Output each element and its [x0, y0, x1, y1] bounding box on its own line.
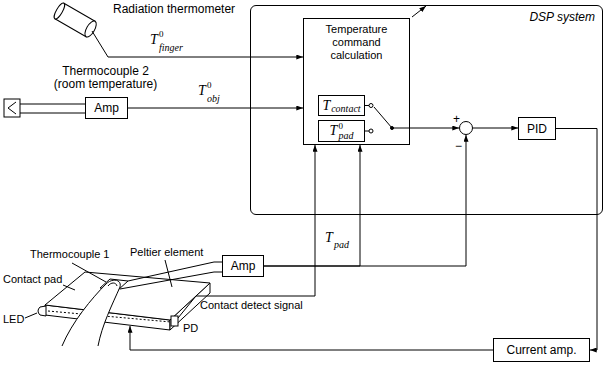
command-box: Tcontact — [318, 95, 365, 116]
node-content: Temperature command calculation — [304, 19, 409, 144]
switch-contact — [369, 129, 373, 133]
thermocouple-junction — [8, 102, 16, 114]
signal-symbol: T — [330, 124, 338, 138]
signal-superscript: 0 — [159, 30, 164, 39]
node-label: PID — [527, 122, 547, 136]
finger — [62, 280, 120, 346]
part-label: Contact pad — [3, 273, 62, 286]
signal-connector — [556, 129, 597, 351]
command-box: T0pad — [318, 120, 365, 142]
leader-line — [165, 260, 172, 287]
light-beam — [48, 311, 171, 322]
device-label: Radiation thermometer — [113, 3, 235, 16]
node-text-group: Current amp. — [506, 343, 576, 357]
part-label: Peltier element — [130, 246, 203, 259]
signal-symbol: T — [322, 99, 330, 113]
signal-symbol: T — [198, 84, 206, 98]
node-content: Amp — [223, 256, 263, 276]
current-amplifier-box: Current amp. — [493, 338, 590, 362]
script-group: contact — [331, 97, 360, 114]
device-label: Thermocouple 2 (room temperature) — [48, 65, 163, 91]
thermocouple-wire — [20, 104, 85, 113]
signal-connector — [264, 145, 360, 266]
node-text-group: Tcontact — [322, 97, 360, 114]
photodiode-symbol — [171, 316, 178, 326]
thermometer-icon — [52, 2, 98, 39]
switch-control-arrow — [412, 6, 426, 17]
signal-subscript: finger — [159, 43, 183, 53]
contact-detect-wire — [178, 145, 315, 318]
part-label: Thermocouple 1 — [30, 248, 110, 261]
signal-symbol: T — [150, 33, 158, 47]
node-label: Temperature command calculation — [317, 23, 397, 62]
junction-outline — [460, 122, 473, 135]
switch-wire — [365, 106, 369, 132]
signal-connector — [410, 128, 459, 129]
thermometer-lens — [83, 19, 99, 39]
node-text-group: Amp — [94, 101, 119, 115]
signal-subscript: pad — [334, 240, 349, 250]
node-label: − — [455, 140, 462, 152]
node-label: + — [453, 113, 460, 125]
node-text-group: Amp — [231, 259, 256, 273]
amplifier-box: Amp — [85, 97, 128, 119]
node-content: Current amp. — [494, 339, 589, 361]
part-label: PD — [183, 322, 198, 335]
leader-line — [25, 313, 37, 318]
switch-contact — [369, 104, 373, 108]
thermometer-end — [52, 2, 66, 21]
thermocouple-symbol — [4, 99, 20, 117]
signal-wire — [92, 31, 303, 57]
summing-junction: +− — [459, 121, 473, 135]
leader-line — [63, 285, 75, 290]
system-box: DSP systemTemperature command calculatio… — [250, 5, 603, 215]
node-text-group: Temperature command calculation — [317, 23, 397, 62]
node-content: Amp — [86, 98, 127, 118]
signal-connector — [264, 135, 466, 266]
controller-box: PID — [518, 117, 556, 140]
signal-connector — [473, 128, 518, 129]
fingernail — [108, 283, 117, 286]
signal-subscript: obj — [207, 94, 220, 104]
signal-subscript: contact — [331, 104, 360, 114]
node-content: Tcontact — [319, 96, 364, 115]
signal-superscript: 0 — [338, 122, 343, 131]
node-content: T0pad — [319, 121, 364, 141]
node-content: +− — [459, 121, 473, 135]
node-content: PID — [519, 118, 555, 139]
node-text-group: DSP system — [529, 10, 595, 24]
node-label: Amp — [231, 259, 256, 273]
calculation-box: Temperature command calculationTcontactT… — [303, 18, 410, 145]
signal-connector — [128, 108, 303, 109]
node-label: Amp — [94, 101, 119, 115]
signal-symbol: T — [325, 231, 333, 245]
script-group: 0pad — [338, 122, 353, 141]
junction-circle — [459, 121, 473, 135]
thermocouple-wire — [120, 262, 222, 289]
switch-arm — [374, 107, 410, 128]
part-label: LED — [3, 313, 24, 326]
signal-superscript: 0 — [207, 81, 212, 90]
leader-line — [72, 263, 106, 282]
signal-subscript: pad — [338, 131, 353, 141]
led-symbol — [38, 306, 46, 316]
node-label: DSP system — [529, 10, 595, 24]
node-text-group: T0pad — [330, 122, 354, 141]
node-label: Current amp. — [506, 343, 576, 357]
signal-label: Contact detect signal — [200, 299, 303, 312]
node-text-group: PID — [527, 122, 547, 136]
amplifier-box: Amp — [222, 255, 264, 277]
